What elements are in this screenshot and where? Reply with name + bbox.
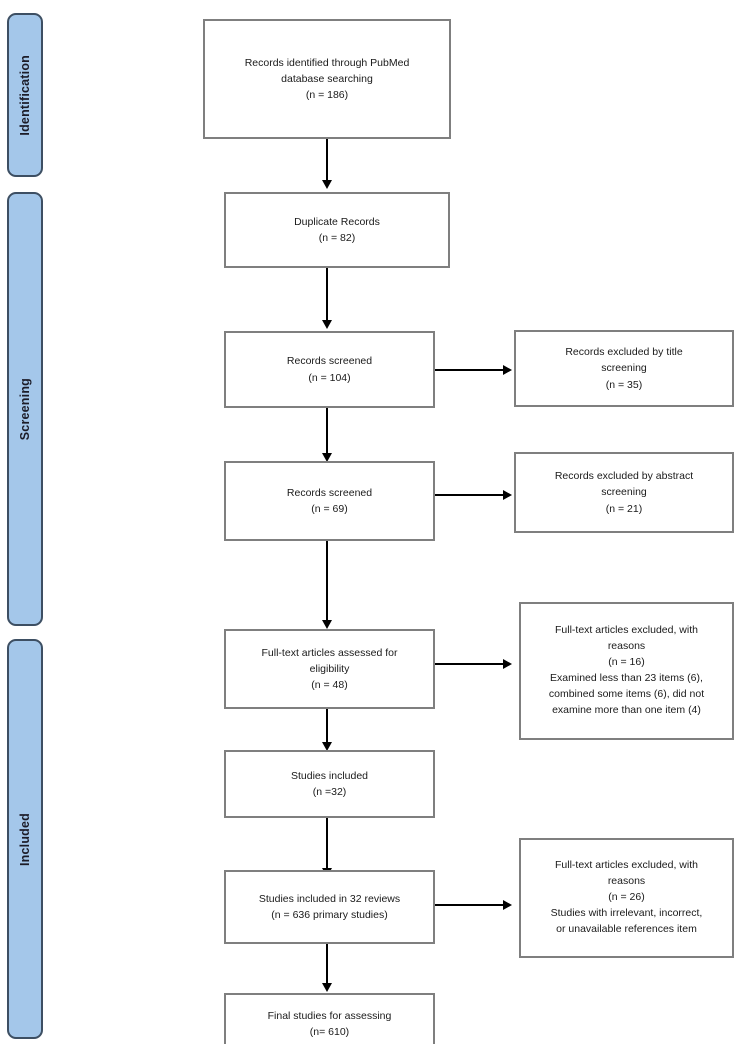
connector-duplicates-to-screened-title [326, 268, 328, 322]
box-duplicate-records-text: Duplicate Records (n = 82) [294, 215, 380, 244]
connector-reviews-to-excluded-2 [435, 904, 505, 906]
box-fulltext-assessed: Full-text articles assessed for eligibil… [224, 629, 435, 709]
stage-bar-included: Included [7, 639, 43, 1039]
box-excluded-abstract: Records excluded by abstract screening (… [514, 452, 734, 533]
connector-studies-included-to-reviews [326, 818, 328, 875]
box-final-studies: Final studies for assessing (n= 610) [224, 993, 435, 1044]
connector-identified-to-duplicates [326, 139, 328, 183]
box-records-screened-abstract-text: Records screened (n = 69) [286, 486, 373, 515]
arrow-head-final-studies [322, 983, 332, 992]
arrow-head-screened-abstract [322, 453, 332, 462]
arrow-head-studies-included [322, 742, 332, 751]
stage-label-screening: Screening [18, 377, 32, 441]
box-records-identified-text: Records identified through PubMed databa… [244, 56, 410, 102]
stage-label-identification: Identification [18, 54, 32, 136]
box-studies-included-text: Studies included (n =32) [290, 769, 369, 798]
box-duplicate-records: Duplicate Records (n = 82) [224, 192, 450, 268]
box-fulltext-assessed-text: Full-text articles assessed for eligibil… [261, 646, 398, 692]
box-studies-included: Studies included (n =32) [224, 750, 435, 818]
connector-screened-title-to-excluded-title [435, 369, 505, 371]
box-excluded-fulltext-1-text: Full-text articles excluded, with reason… [548, 624, 705, 716]
arrow-head-excluded-abstract [503, 490, 512, 500]
connector-fulltext-to-excluded-1 [435, 663, 505, 665]
arrow-head-excluded-fulltext-2 [503, 900, 512, 910]
box-final-studies-text: Final studies for assessing (n= 610) [267, 1009, 392, 1038]
box-records-identified: Records identified through PubMed databa… [203, 19, 451, 139]
arrow-head-duplicates-to-screened-title [322, 320, 332, 329]
connector-screened-abstract-to-excluded-abstract [435, 494, 505, 496]
box-excluded-fulltext-1: Full-text articles excluded, with reason… [519, 602, 734, 740]
connector-fulltext-to-studies-included [326, 709, 328, 745]
box-studies-included-reviews-text: Studies included in 32 reviews (n = 636 … [258, 892, 401, 921]
box-records-screened-title-text: Records screened (n = 104) [286, 355, 373, 384]
stage-label-included: Included [18, 812, 32, 866]
stage-bar-identification: Identification [7, 13, 43, 177]
box-excluded-abstract-text: Records excluded by abstract screening (… [554, 470, 694, 515]
arrow-head-excluded-fulltext-1 [503, 659, 512, 669]
arrow-head-fulltext-assessed [322, 620, 332, 629]
box-excluded-title-text: Records excluded by title screening (n =… [565, 346, 683, 391]
arrow-head-identified-to-duplicates [322, 180, 332, 189]
connector-screened-title-to-screened-abstract [326, 408, 328, 458]
connector-screened-abstract-to-fulltext [326, 541, 328, 625]
box-records-screened-title: Records screened (n = 104) [224, 331, 435, 408]
box-excluded-fulltext-2: Full-text articles excluded, with reason… [519, 838, 734, 958]
box-excluded-fulltext-2-text: Full-text articles excluded, with reason… [550, 859, 703, 935]
box-records-screened-abstract: Records screened (n = 69) [224, 461, 435, 541]
box-studies-included-reviews: Studies included in 32 reviews (n = 636 … [224, 870, 435, 944]
stage-bar-screening: Screening [7, 192, 43, 626]
box-excluded-title: Records excluded by title screening (n =… [514, 330, 734, 407]
arrow-head-excluded-title [503, 365, 512, 375]
connector-reviews-to-final [326, 944, 328, 988]
